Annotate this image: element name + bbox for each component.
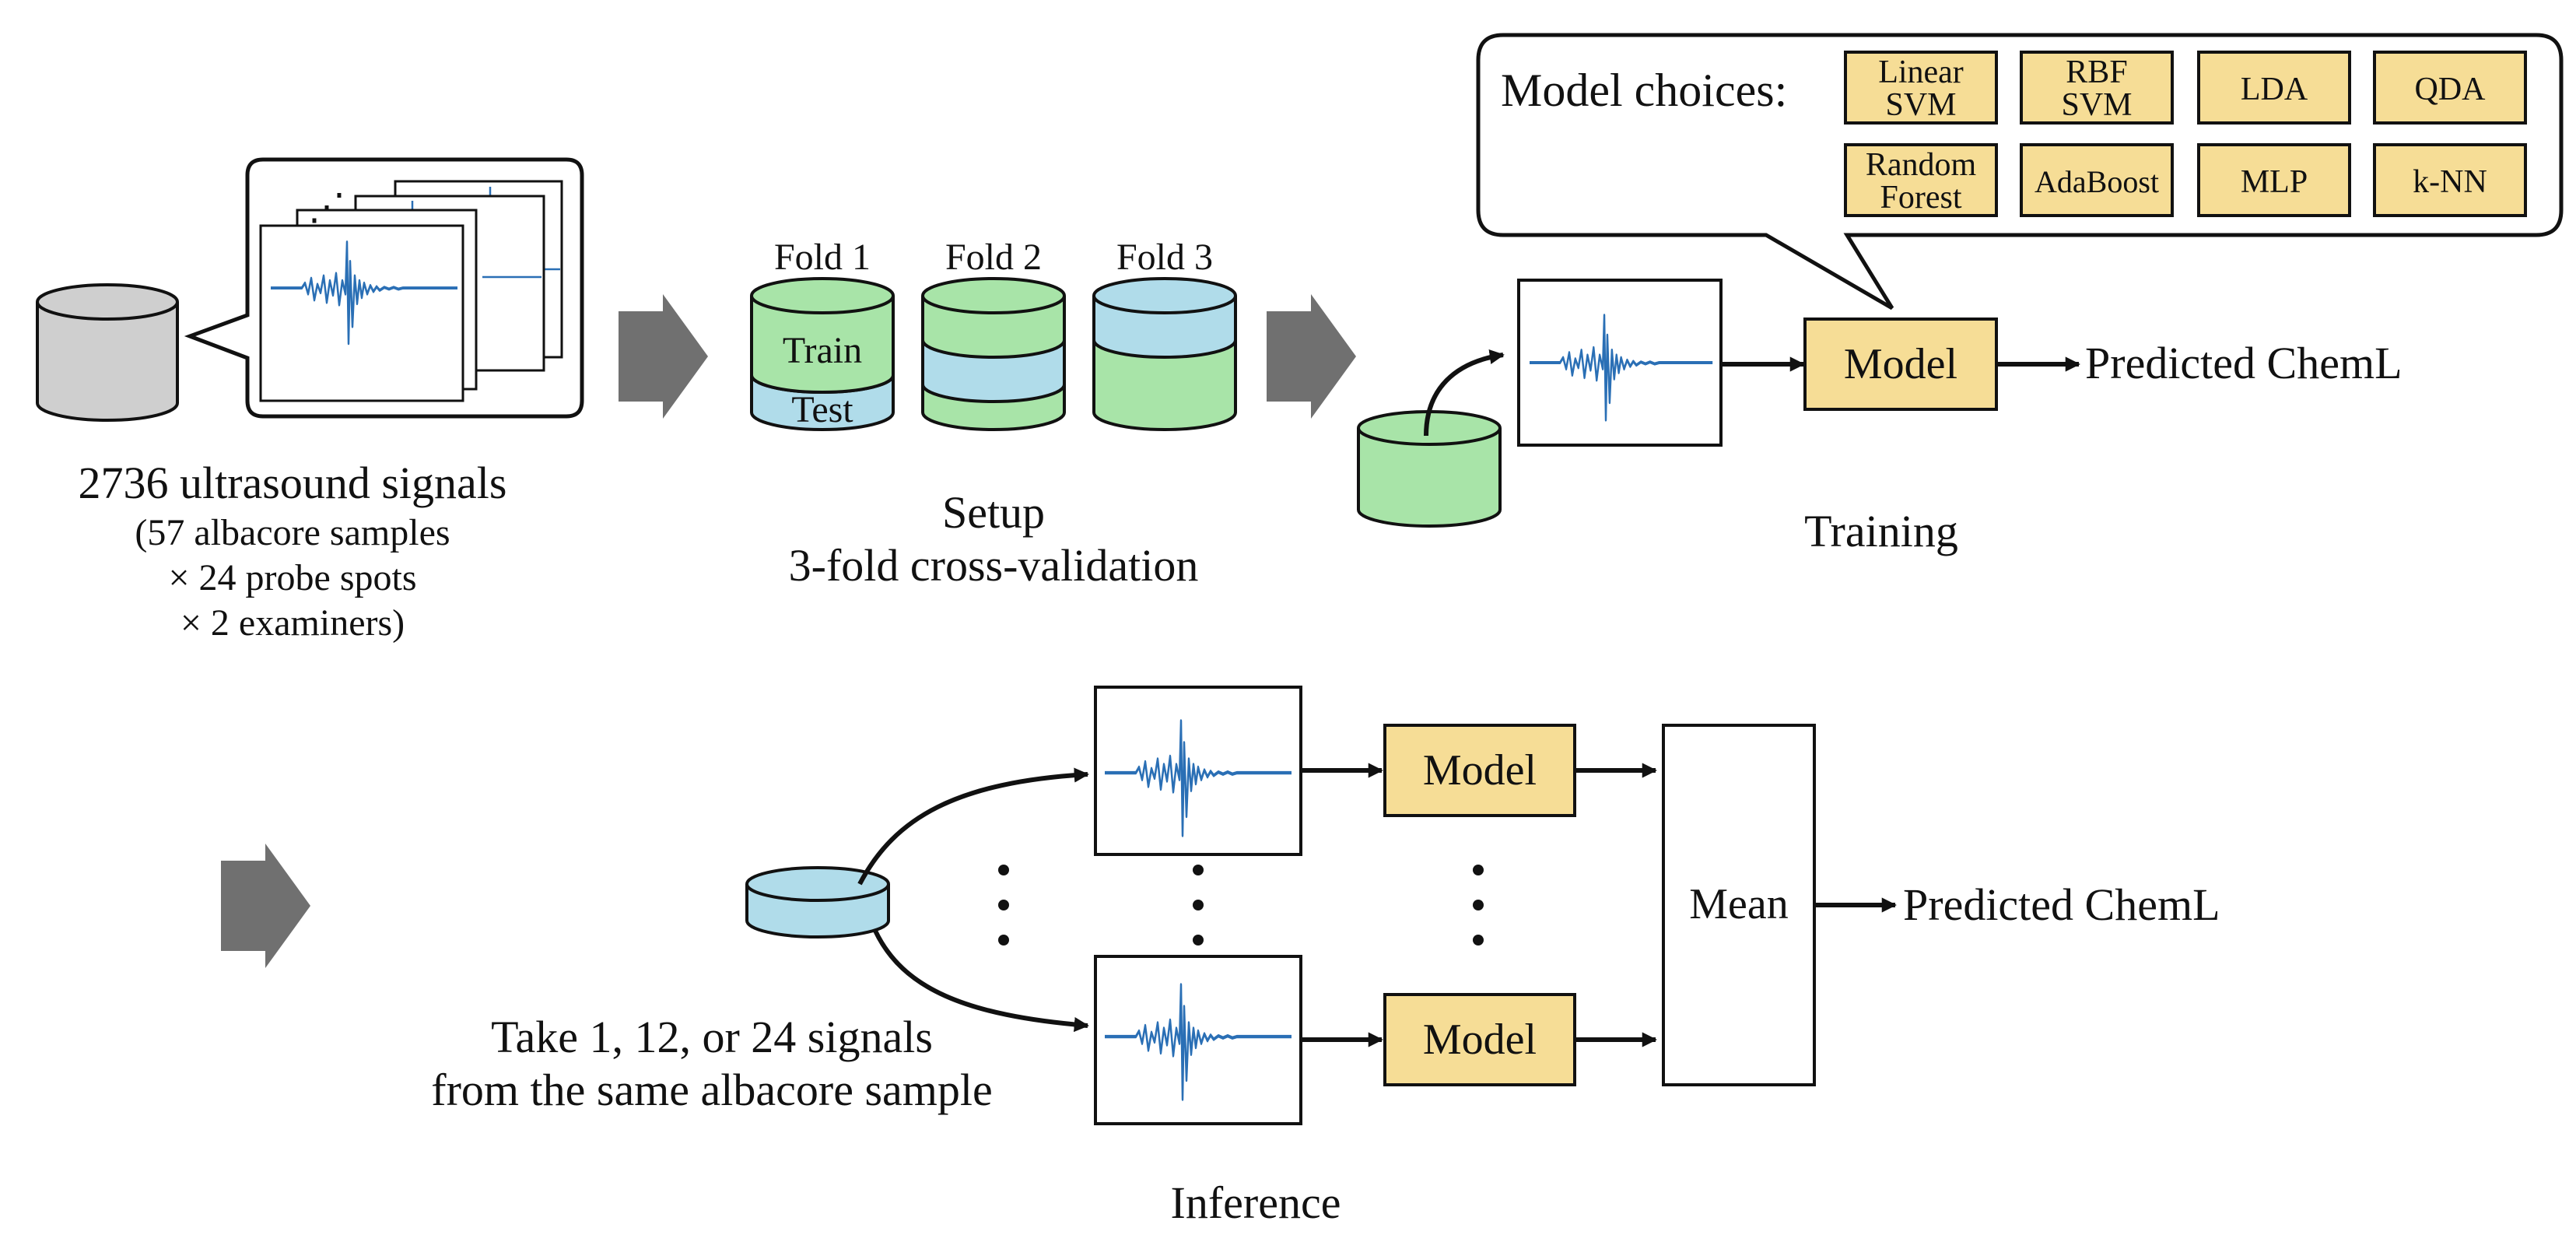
svg-text:SVM: SVM bbox=[1885, 87, 1956, 123]
mean-box: Mean bbox=[1662, 724, 1816, 1086]
inference-output-label: Predicted ChemL bbox=[1903, 879, 2220, 930]
take-signals-line1: Take 1, 12, or 24 signals bbox=[491, 1012, 933, 1062]
take-signals-line2: from the same albacore sample bbox=[431, 1065, 992, 1115]
training-data-cylinder bbox=[1357, 410, 1502, 528]
inference-signal-plot-bottom bbox=[1094, 955, 1302, 1125]
flow-arrow-3 bbox=[221, 844, 310, 968]
setup-title: Setup bbox=[942, 487, 1045, 538]
inference-model-box-bottom: Model bbox=[1383, 993, 1576, 1086]
inference-top-curve-arrow bbox=[857, 767, 1089, 886]
svg-text:LDA: LDA bbox=[2241, 72, 2308, 107]
fold-3-label: Fold 3 bbox=[1116, 237, 1213, 278]
training-sample-arrow bbox=[1424, 349, 1505, 437]
model-choice-lda: LDA bbox=[2197, 51, 2351, 125]
svg-text:Forest: Forest bbox=[1880, 180, 1962, 216]
vertical-ellipsis-plots bbox=[1193, 865, 1204, 946]
dataset-cylinder bbox=[36, 283, 179, 422]
setup-subtitle: 3-fold cross-validation bbox=[789, 540, 1199, 591]
fold-2-label: Fold 2 bbox=[945, 237, 1042, 278]
fold-3-cylinder bbox=[1092, 277, 1237, 431]
model-choice-mlp: MLP bbox=[2197, 143, 2351, 217]
fold-1-label: Fold 1 bbox=[774, 237, 871, 278]
inference-model-box-top: Model bbox=[1383, 724, 1576, 817]
vertical-ellipsis-signals bbox=[998, 865, 1009, 946]
training-output-label: Predicted ChemL bbox=[2085, 338, 2403, 388]
training-title: Training bbox=[1804, 506, 1958, 556]
fold-1-train-label: Train bbox=[783, 330, 862, 371]
inference-bottom-curve-arrow bbox=[873, 929, 1089, 1033]
svg-text:Mean: Mean bbox=[1689, 880, 1789, 928]
dataset-detail-line2: × 24 probe spots bbox=[168, 557, 416, 598]
inference-title: Inference bbox=[1171, 1177, 1341, 1228]
model-choice-linear-svm: Linear SVM bbox=[1844, 51, 1998, 125]
fold-2-cylinder bbox=[921, 277, 1066, 431]
model-choice-rbf-svm: RBF SVM bbox=[2020, 51, 2174, 125]
stack-ellipsis: ⋰ bbox=[308, 187, 345, 228]
model-choice-qda: QDA bbox=[2373, 51, 2527, 125]
dataset-detail-line1: (57 albacore samples bbox=[135, 512, 450, 553]
model-choices-heading: Model choices: bbox=[1501, 65, 1787, 116]
svg-text:Linear: Linear bbox=[1878, 54, 1964, 90]
signal-stack bbox=[259, 180, 563, 402]
training-signal-plot bbox=[1517, 279, 1723, 447]
model-choice-random-forest: Random Forest bbox=[1844, 143, 1998, 217]
fold-1-cylinder bbox=[750, 277, 895, 431]
svg-text:MLP: MLP bbox=[2241, 164, 2308, 200]
svg-text:RBF: RBF bbox=[2066, 54, 2127, 90]
svg-text:Model: Model bbox=[1844, 340, 1957, 388]
dataset-count-label: 2736 ultrasound signals bbox=[79, 458, 507, 508]
inference-signal-plot-top bbox=[1094, 686, 1302, 856]
fold-1-test-label: Test bbox=[791, 389, 853, 430]
vertical-ellipsis-models bbox=[1473, 865, 1484, 946]
svg-text:SVM: SVM bbox=[2061, 87, 2132, 123]
svg-text:AdaBoost: AdaBoost bbox=[2035, 164, 2159, 199]
svg-text:Model: Model bbox=[1423, 746, 1537, 795]
svg-text:Random: Random bbox=[1866, 147, 1977, 183]
model-choice-knn: k-NN bbox=[2373, 143, 2527, 217]
flow-arrow-1 bbox=[619, 294, 708, 419]
svg-text:QDA: QDA bbox=[2415, 72, 2487, 107]
inference-data-cylinder bbox=[745, 866, 890, 939]
training-model-box: Model bbox=[1803, 318, 1998, 411]
svg-text:k-NN: k-NN bbox=[2413, 164, 2487, 200]
dataset-detail-line3: × 2 examiners) bbox=[180, 602, 405, 644]
svg-text:Model: Model bbox=[1423, 1016, 1537, 1064]
flow-arrow-2 bbox=[1267, 294, 1356, 419]
model-choice-adaboost: AdaBoost bbox=[2020, 143, 2174, 217]
